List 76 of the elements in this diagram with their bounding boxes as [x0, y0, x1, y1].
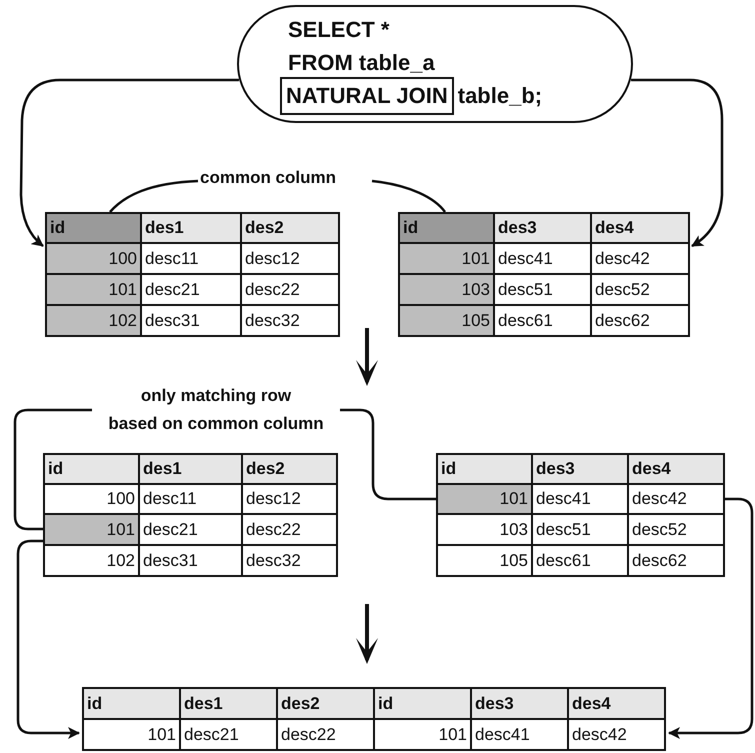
table-cell: 101	[438, 485, 533, 515]
column-header: des3	[533, 455, 629, 485]
column-header: des2	[242, 214, 340, 244]
table-cell: desc21	[142, 275, 242, 306]
table-cell: desc12	[242, 244, 340, 275]
column-header: des1	[140, 455, 243, 485]
callout-text: common column	[200, 168, 336, 188]
column-header: id	[400, 214, 495, 244]
table-cell: 105	[438, 546, 533, 577]
table-cell: desc42	[629, 485, 725, 515]
connector-arrow	[16, 540, 80, 739]
table-cell: 100	[47, 244, 142, 275]
data-table	[398, 212, 690, 337]
column-header: des3	[495, 214, 592, 244]
column-header: id	[84, 689, 181, 720]
table-cell: desc51	[495, 275, 592, 306]
column-header: des2	[278, 689, 375, 720]
column-header: id	[45, 455, 140, 485]
table-cell: desc31	[140, 546, 243, 577]
column-header: des4	[629, 455, 725, 485]
table-cell: 101	[45, 515, 140, 546]
table-cell: desc62	[629, 546, 725, 577]
column-header: id	[375, 689, 472, 720]
table-cell: desc52	[629, 515, 725, 546]
table-cell: desc32	[243, 546, 338, 577]
table-cell: desc12	[243, 485, 338, 515]
table-cell: 102	[47, 306, 142, 337]
table-cell: 100	[45, 485, 140, 515]
column-header: des1	[181, 689, 278, 720]
table-cell: desc61	[495, 306, 592, 337]
table-cell: desc21	[140, 515, 243, 546]
data-table	[82, 687, 666, 751]
table-cell: 102	[45, 546, 140, 577]
table-cell: desc11	[142, 244, 242, 275]
table-cell: desc22	[243, 515, 338, 546]
connector-arrow	[668, 498, 754, 739]
table-cell: 101	[375, 720, 472, 751]
table-cell: desc32	[242, 306, 340, 337]
column-header: des2	[243, 455, 338, 485]
connector-arrow	[631, 78, 724, 248]
table-cell: 103	[438, 515, 533, 546]
table-cell: desc22	[278, 720, 375, 751]
table-cell: desc11	[140, 485, 243, 515]
column-header: des4	[592, 214, 690, 244]
table-cell: 101	[84, 720, 181, 751]
column-header: des4	[569, 689, 666, 720]
table-cell: desc62	[592, 306, 690, 337]
table-cell: 103	[400, 275, 495, 306]
table-cell: desc42	[569, 720, 666, 751]
sql-line: SELECT *	[288, 16, 390, 44]
connector-arrow	[20, 78, 239, 247]
data-table	[45, 212, 340, 337]
table-cell: desc41	[533, 485, 629, 515]
sql-line: table_b;	[458, 82, 542, 110]
table-cell: desc51	[533, 515, 629, 546]
table-cell: 105	[400, 306, 495, 337]
column-header: des1	[142, 214, 242, 244]
table-cell: 101	[47, 275, 142, 306]
column-header: id	[47, 214, 142, 244]
table-cell: desc22	[242, 275, 340, 306]
column-header: id	[438, 455, 533, 485]
table-cell: desc42	[592, 244, 690, 275]
table-cell: desc21	[181, 720, 278, 751]
data-table	[43, 453, 338, 577]
leader-line	[109, 180, 198, 213]
keyword-box: NATURAL JOIN	[280, 76, 454, 114]
column-header: des3	[472, 689, 569, 720]
data-table	[436, 453, 725, 577]
table-cell: 101	[400, 244, 495, 275]
sql-line: FROM table_a	[288, 49, 435, 77]
table-cell: desc41	[495, 244, 592, 275]
table-cell: desc52	[592, 275, 690, 306]
leader-line	[372, 180, 446, 213]
table-cell: desc61	[533, 546, 629, 577]
table-cell: desc31	[142, 306, 242, 337]
table-cell: desc41	[472, 720, 569, 751]
